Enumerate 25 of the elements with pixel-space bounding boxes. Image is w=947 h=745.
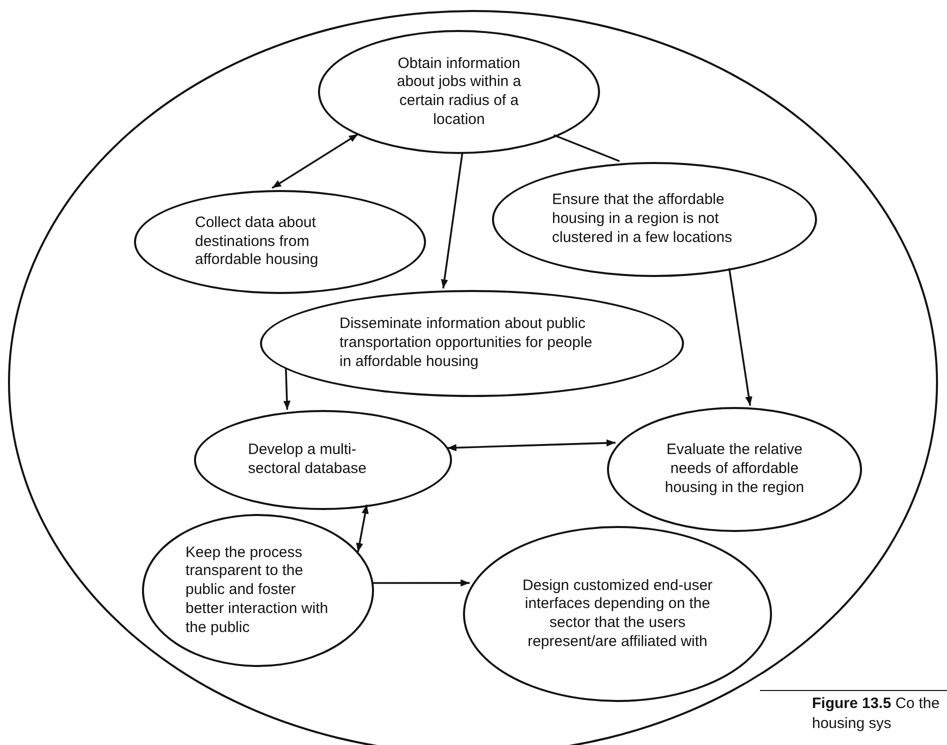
process-ellipse: [260, 290, 684, 397]
node-text: Disseminate information about public transportation opportunities for people in affordable housing: [340, 315, 594, 372]
arrow: [440, 152, 464, 289]
arrow: [272, 133, 359, 189]
node-text: Design customized end-user interfaces depending on the sector that the users represent/are affiliated with: [521, 576, 714, 652]
process-ellipse: [194, 410, 452, 510]
node-text: Ensure that the affordable housing in a region is not clustered in a few locations: [552, 191, 734, 248]
figure-caption: Figure 13.5 Co the housing sys: [812, 694, 941, 733]
arrow: [372, 579, 470, 587]
process-ellipse: [463, 526, 772, 702]
arrow: [728, 268, 752, 406]
node-text: Develop a multi-sectoral database: [248, 441, 368, 479]
arrow: [283, 368, 291, 410]
process-ellipse: [607, 407, 862, 532]
node-text: Evaluate the relative needs of affordable housing in the region: [664, 441, 806, 498]
node-text: Obtain information about jobs within a certain radius of a location: [396, 54, 522, 130]
node-text: Keep the process transparent to the public and foster better interaction with the public: [186, 544, 330, 638]
node-text: Collect data about destinations from affordable housing: [195, 214, 320, 270]
process-ellipse: [142, 514, 374, 667]
arrow: [447, 439, 616, 452]
outer-ellipse: [8, 10, 938, 745]
process-ellipse: [318, 30, 600, 154]
arrow: [356, 504, 369, 552]
process-ellipse: [134, 190, 426, 294]
process-ellipse: [492, 162, 817, 277]
